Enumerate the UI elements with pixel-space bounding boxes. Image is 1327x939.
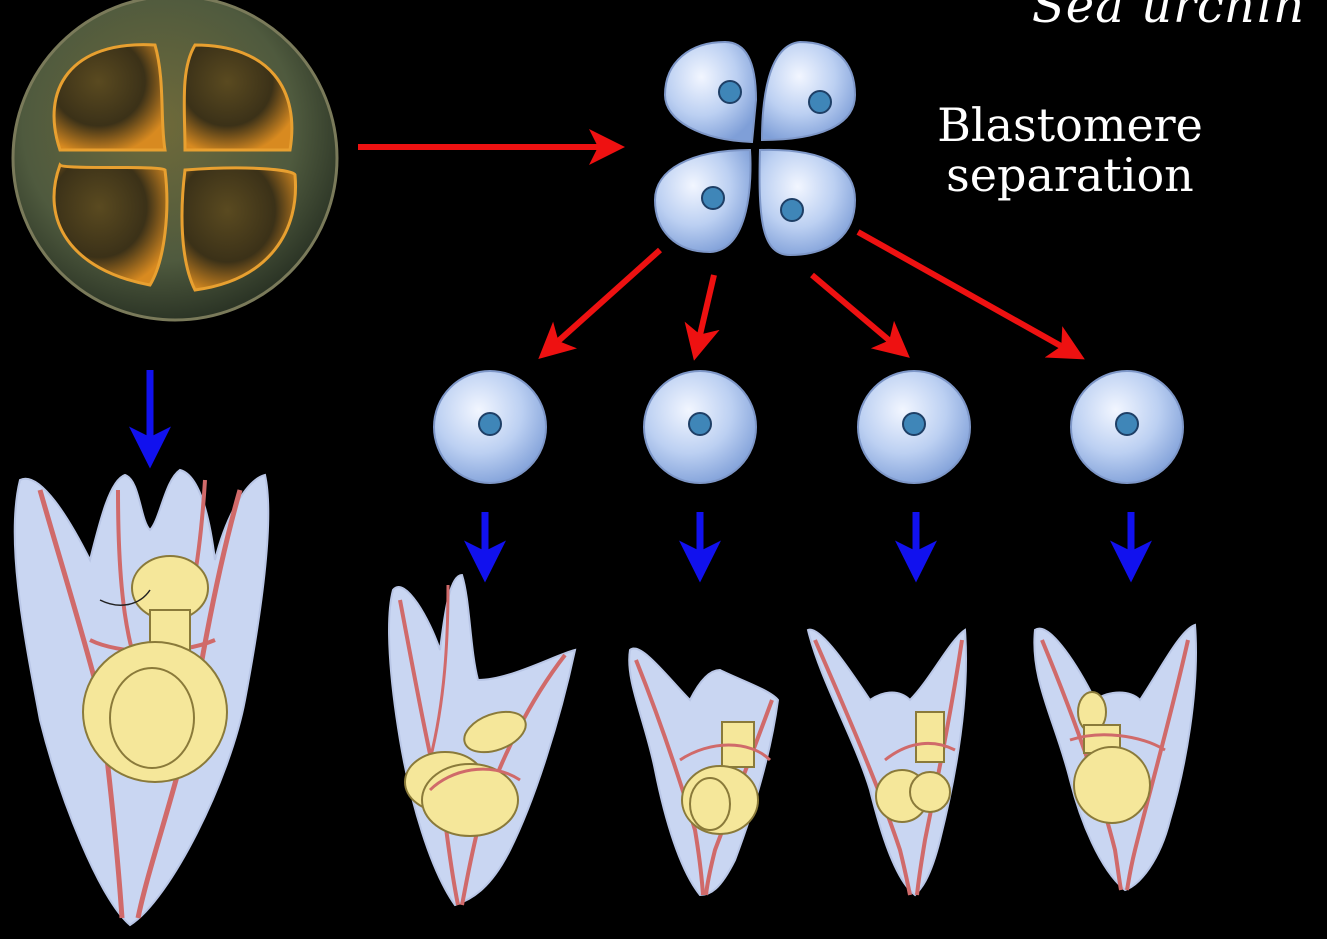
cluster-to-cell-1-arrow <box>545 250 660 353</box>
cluster-to-cell-2-arrow <box>696 275 714 352</box>
diagram-title: Sea urchin <box>1032 0 1305 34</box>
cluster-to-cell-4-arrow <box>858 232 1077 355</box>
isolated-cell-1-icon <box>434 371 546 483</box>
pluteus-larva-2-icon <box>629 648 778 895</box>
isolated-cell-3-icon <box>858 371 970 483</box>
label-line-2: separation <box>880 150 1260 200</box>
pluteus-larva-large-icon <box>15 470 269 925</box>
blastomere-separation-label: Blastomere separation <box>880 100 1260 200</box>
label-line-1: Blastomere <box>880 100 1260 150</box>
isolated-cell-4-icon <box>1071 371 1183 483</box>
isolated-cell-2-icon <box>644 371 756 483</box>
pluteus-larva-1-icon <box>389 575 575 905</box>
four-blastomere-cluster-icon <box>655 42 855 255</box>
pluteus-larva-4-icon <box>1034 625 1196 890</box>
cluster-to-cell-3-arrow <box>812 275 903 352</box>
egg-image-icon <box>13 0 337 320</box>
pluteus-larva-3-icon <box>808 630 966 895</box>
